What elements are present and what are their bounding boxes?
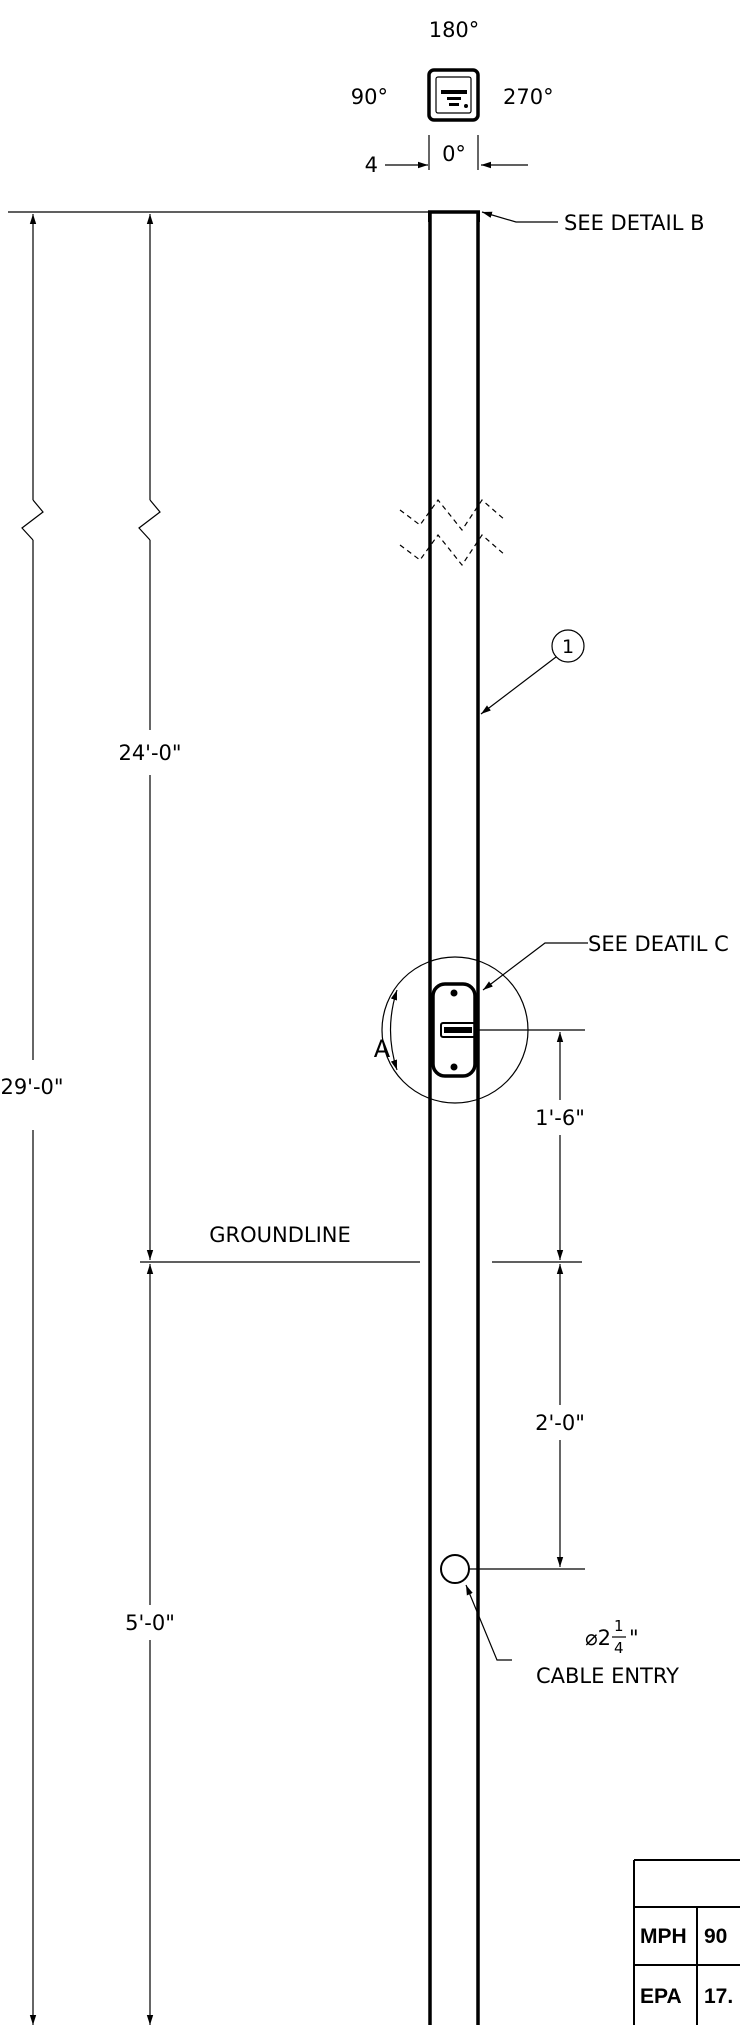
cable-entry-fraction-numerator: 1 (614, 1617, 624, 1635)
see-detail-b-label: SEE DETAIL B (564, 211, 705, 235)
cable-entry-callout: ⌀2 1 4 " CABLE ENTRY (536, 1617, 679, 1688)
cable-entry-fraction-denominator: 4 (614, 1639, 624, 1657)
item-balloon: 1 (551, 629, 585, 663)
dimension-embedment: 5'-0" (125, 1264, 175, 2025)
orientation-90-label: 90° (351, 85, 388, 109)
dimension-above-ground: 24'-0" (118, 214, 182, 1260)
table-row-value: 90 (704, 1925, 727, 1948)
spec-table: MPH 90 EPA 17. (633, 1859, 740, 2025)
cable-entry-hole (440, 1554, 470, 1584)
orientation-0-label: 0° (442, 142, 466, 166)
groundline-label: GROUNDLINE (209, 1223, 351, 1247)
dimension-handhole-height: 1'-6" (535, 1032, 585, 1260)
handhole (381, 956, 529, 1104)
table-row-key: EPA (640, 1985, 682, 2008)
pole-shaft (428, 210, 480, 2025)
section-mark-label: A (374, 1035, 391, 1063)
pole-top-plan-icon (427, 68, 480, 122)
dimension-cable-entry-depth-label: 2'-0" (535, 1411, 585, 1435)
cable-entry-diameter: ⌀2 (585, 1626, 611, 1650)
orientation-270-label: 270° (503, 85, 554, 109)
item-balloon-number: 1 (562, 636, 574, 658)
dimension-overall: 29'-0" (0, 214, 64, 2025)
cable-entry-label: CABLE ENTRY (536, 1664, 679, 1688)
dimension-above-ground-label: 24'-0" (118, 741, 181, 765)
see-detail-c-label: SEE DEATIL C (588, 932, 729, 956)
section-arrow-a: A (374, 989, 398, 1071)
offset-dimension: 4 (365, 153, 378, 177)
orientation-180-label: 180° (429, 18, 480, 42)
dimension-handhole-height-label: 1'-6" (535, 1106, 585, 1130)
cable-entry-inch-mark: " (629, 1626, 639, 1650)
dimension-cable-entry-depth: 2'-0" (535, 1264, 585, 1567)
dimension-overall-label: 29'-0" (0, 1075, 63, 1099)
orientation-key: 180° 90° 270° 0° 4 (351, 18, 554, 177)
dimension-embedment-label: 5'-0" (125, 1611, 175, 1635)
groundline: GROUNDLINE (140, 1223, 582, 1263)
table-row-key: MPH (640, 1925, 687, 1948)
table-row-value: 17. (704, 1985, 733, 2008)
pole-break-symbol (399, 499, 506, 567)
